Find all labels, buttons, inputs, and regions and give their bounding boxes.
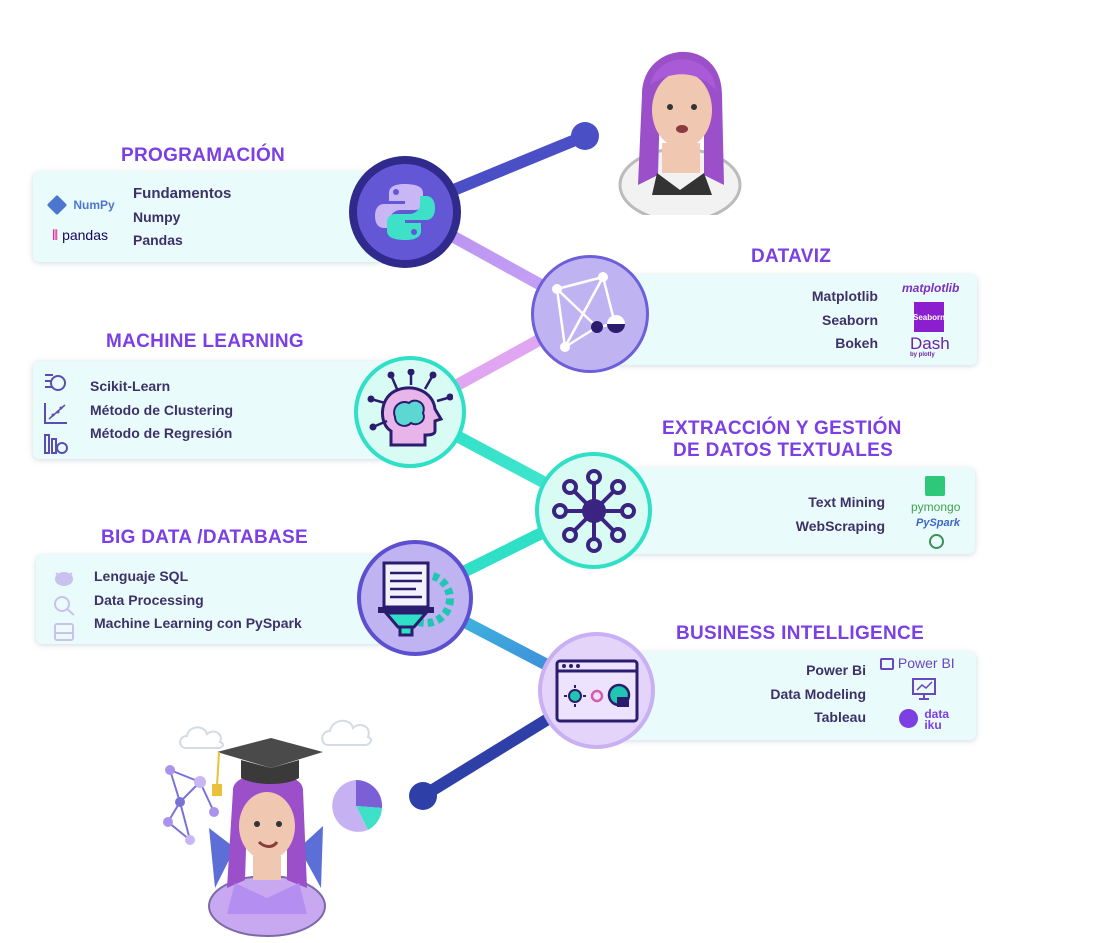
machine-learning-title: MACHINE LEARNING [106,331,304,352]
dataviz-item: Matplotlib [811,288,878,304]
sql-doc-icon [925,476,945,496]
scrapy-icon [929,534,944,549]
programacion-item: Fundamentos [133,185,232,202]
extraccion-card [620,468,975,554]
dataiku-logo: data iku [899,708,949,731]
matplotlib-logo: matplotlib [902,281,960,295]
bi-item: Data Modeling [770,685,866,702]
bi-item: Power Bi [806,662,866,678]
extraccion-title-line1: EXTRACCIÓN Y GESTIÓN [662,418,902,439]
programacion-card [33,172,383,262]
machine-learning-items: Scikit-Learn Método de Clustering Método… [90,375,233,446]
pie-chart-icon [332,779,383,832]
extraccion-title-line2: DE DATOS TEXTUALES [673,440,894,461]
numpy-logo: NumPy [46,194,115,216]
python-icon [375,184,435,240]
ml-item: Scikit-Learn [90,378,171,394]
sql-bug-icon [55,572,73,586]
python-node [349,156,461,268]
seaborn-logo: Seaborn [913,302,945,332]
extraccion-items: Text Mining WebScraping [796,491,885,538]
dataiku-bird-icon [899,709,918,728]
cloud-icon [321,719,372,746]
presentation-chart-icon [912,678,936,700]
big-data-items: Lenguaje SQL Data Processing Machine Lea… [94,565,302,636]
pyspark-logo: PySpark [916,517,961,529]
dataviz-items: Matplotlib Seaborn Bokeh [812,285,878,356]
dataviz-item: Seaborn [821,311,878,328]
woman-avatar-icon [618,51,742,215]
big-data-icons [52,567,78,648]
dashboard-node [538,632,655,749]
path-start-dot [571,122,599,150]
big-data-item: Data Processing [94,591,204,608]
big-data-item: Machine Learning con PySpark [94,615,302,631]
dataviz-title: DATAVIZ [751,246,832,267]
extraccion-item: Text Mining [808,494,885,510]
numpy-cube-icon [46,194,68,216]
power-bi-icon [880,658,894,671]
path-end-dot [409,782,437,810]
clustering-icon [44,403,67,424]
database-gear-icon [378,561,454,637]
ml-item: Método de Clustering [90,401,234,418]
programacion-items: Fundamentos Numpy Pandas [133,182,231,253]
dataviz-node [531,255,649,373]
graduate-avatar-icon [208,738,326,937]
scikit-learn-icon [45,374,66,391]
pyspark-server-icon [54,623,74,641]
network-graph-icon [552,272,625,352]
pandas-logo: ⦀ pandas [52,227,108,243]
network-molecule-icon [163,765,219,845]
dashboard-window-icon [555,659,638,722]
big-data-title: BIG DATA /DATABASE [101,527,308,548]
regression-icon [44,434,68,454]
programacion-title: PROGRAMACIÓN [121,145,286,166]
text-node [535,452,652,569]
brain-node [354,356,466,468]
programacion-item: Numpy [133,208,181,225]
power-bi-logo: Power BI [880,655,955,671]
business-intelligence-title: BUSINESS INTELLIGENCE [676,623,925,644]
dataviz-item: Bokeh [835,335,878,351]
cloud-icon [179,726,225,749]
bi-item: Tableau [814,709,866,725]
extraccion-item: WebScraping [795,517,885,534]
machine-learning-card [33,361,393,459]
hub-network-icon [551,468,636,553]
ml-icons [43,371,71,460]
dash-logo: Dash by plotly [910,334,950,358]
big-data-item: Lenguaje SQL [94,568,189,584]
brain-icon [367,369,453,447]
programacion-item: Pandas [133,232,183,248]
pymongo-logo: pymongo [911,500,961,514]
database-node [357,540,473,656]
ml-item: Método de Regresión [90,425,233,441]
business-intelligence-items: Power Bi Data Modeling Tableau [770,659,866,730]
big-data-card [36,555,391,644]
pandas-bars-icon: ⦀ [52,227,59,243]
business-intelligence-card [618,652,976,740]
data-processing-icon [54,596,75,616]
